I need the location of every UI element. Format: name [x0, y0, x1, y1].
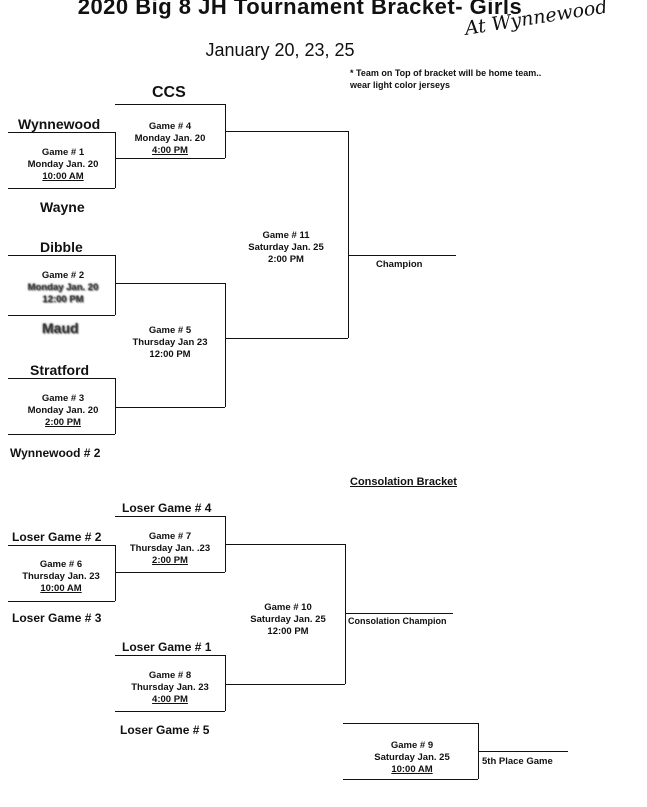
team-dibble: Dibble	[40, 239, 83, 255]
line-fifth-place	[478, 751, 568, 752]
game-6-day: Thursday Jan. 23	[22, 571, 100, 582]
line-game1-bottom	[8, 188, 115, 189]
line-stratford	[8, 378, 115, 379]
line-game8-vertical	[225, 655, 226, 711]
tournament-dates: January 20, 23, 25	[205, 40, 355, 60]
game-8-name: Game # 8	[148, 670, 192, 681]
loser-game-5: Loser Game # 5	[120, 723, 210, 737]
game-2-time: 12:00 PM	[42, 294, 84, 305]
game-9-info: Game # 9 Saturday Jan. 25 10:00 AM	[362, 740, 462, 776]
line-dibble	[8, 255, 115, 256]
line-game6-vertical	[115, 545, 116, 601]
home-team-note: * Team on Top of bracket will be home te…	[350, 67, 580, 91]
game-7-name: Game # 7	[148, 531, 192, 542]
line-game7-to-10	[225, 544, 345, 545]
game-9-time: 10:00 AM	[391, 764, 433, 775]
fifth-place-label: 5th Place Game	[482, 756, 553, 767]
game-8-time: 4:00 PM	[152, 694, 188, 705]
game-4-name: Game # 4	[148, 121, 192, 132]
line-wynnewood	[8, 132, 115, 133]
team-wayne: Wayne	[40, 199, 85, 215]
game-6-time: 10:00 AM	[40, 583, 82, 594]
line-champion	[348, 255, 456, 256]
line-game2-to-5	[115, 283, 225, 284]
game-8-info: Game # 8 Thursday Jan. 23 4:00 PM	[120, 670, 220, 706]
consolation-bracket-title: Consolation Bracket	[350, 476, 457, 488]
game-11-info: Game # 11 Saturday Jan. 25 2:00 PM	[236, 230, 336, 266]
game-8-day: Thursday Jan. 23	[131, 682, 209, 693]
line-loser2	[8, 545, 115, 546]
loser-game-2: Loser Game # 2	[12, 530, 102, 544]
game-1-time: 10:00 AM	[42, 171, 84, 182]
line-game1-vertical	[115, 132, 116, 188]
game-9-name: Game # 9	[390, 740, 434, 751]
game-6-name: Game # 6	[39, 559, 83, 570]
game-4-info: Game # 4 Monday Jan. 20 4:00 PM	[122, 121, 218, 157]
game-5-info: Game # 5 Thursday Jan 23 12:00 PM	[122, 325, 218, 361]
line-game3-vertical	[115, 378, 116, 434]
team-stratford: Stratford	[30, 362, 90, 378]
game-10-time: 12:00 PM	[267, 626, 309, 637]
game-2-day: Monday Jan. 20	[27, 282, 99, 293]
game-11-day: Saturday Jan. 25	[248, 242, 324, 253]
note-line-1: * Team on Top of bracket will be home te…	[350, 68, 542, 78]
team-wynnewood: Wynnewood	[18, 116, 101, 132]
game-7-day: Thursday Jan. .23	[129, 543, 211, 554]
consolation-champion-label: Consolation Champion	[348, 616, 447, 626]
line-consolation-champion	[345, 613, 453, 614]
line-game4-to-11	[225, 131, 348, 132]
line-game3-to-5	[115, 407, 225, 408]
game-2-info: Game # 2 Monday Jan. 20 12:00 PM	[18, 270, 108, 306]
line-loser1	[115, 655, 225, 656]
loser-game-1: Loser Game # 1	[122, 640, 212, 654]
line-game11-vertical	[348, 131, 349, 338]
line-game2-vertical	[115, 255, 116, 315]
line-game8-to-10	[225, 684, 345, 685]
game-11-time: 2:00 PM	[268, 254, 304, 265]
game-6-info: Game # 6 Thursday Jan. 23 10:00 AM	[12, 559, 110, 595]
game-3-day: Monday Jan. 20	[27, 405, 99, 416]
game-1-info: Game # 1 Monday Jan. 20 10:00 AM	[18, 147, 108, 183]
line-game10-vertical	[345, 544, 346, 684]
line-ccs	[115, 104, 225, 105]
game-3-time: 2:00 PM	[45, 417, 81, 428]
line-game3-bottom	[8, 434, 115, 435]
game-11-name: Game # 11	[262, 230, 310, 241]
line-game6-bottom	[8, 601, 115, 602]
game-1-day: Monday Jan. 20	[27, 159, 99, 170]
game-5-name: Game # 5	[148, 325, 192, 336]
game-1-name: Game # 1	[41, 147, 85, 158]
game-3-info: Game # 3 Monday Jan. 20 2:00 PM	[18, 393, 108, 429]
line-game8-bottom	[115, 711, 225, 712]
game-10-name: Game # 10	[264, 602, 312, 613]
game-4-time: 4:00 PM	[152, 145, 188, 156]
team-wynnewood-2: Wynnewood # 2	[10, 446, 101, 460]
line-game9-bottom	[343, 779, 478, 780]
loser-game-3: Loser Game # 3	[12, 611, 102, 625]
game-5-day: Thursday Jan 23	[132, 337, 208, 348]
line-loser4	[115, 516, 225, 517]
game-10-day: Saturday Jan. 25	[250, 614, 326, 625]
loser-game-4: Loser Game # 4	[122, 501, 212, 515]
champion-label: Champion	[376, 259, 423, 270]
game-10-info: Game # 10 Saturday Jan. 25 12:00 PM	[238, 602, 338, 638]
game-3-name: Game # 3	[41, 393, 85, 404]
game-2-name: Game # 2	[41, 270, 85, 281]
line-game2-bottom	[8, 315, 115, 316]
line-game9-top	[343, 723, 478, 724]
line-game5-vertical	[225, 283, 226, 407]
note-line-2: wear light color jerseys	[350, 80, 451, 90]
team-maud: Maud	[42, 320, 79, 336]
game-9-day: Saturday Jan. 25	[374, 752, 450, 763]
bracket-title: 2020 Big 8 JH Tournament Bracket- Girls	[77, 0, 523, 19]
game-4-day: Monday Jan. 20	[134, 133, 206, 144]
line-game4-bottom	[115, 158, 225, 159]
line-game5-to-11	[225, 338, 348, 339]
game-7-time: 2:00 PM	[152, 555, 188, 566]
line-game7-bottom	[115, 572, 225, 573]
game-5-time: 12:00 PM	[149, 349, 191, 360]
team-ccs: CCS	[152, 84, 186, 101]
game-7-info: Game # 7 Thursday Jan. .23 2:00 PM	[120, 531, 220, 567]
